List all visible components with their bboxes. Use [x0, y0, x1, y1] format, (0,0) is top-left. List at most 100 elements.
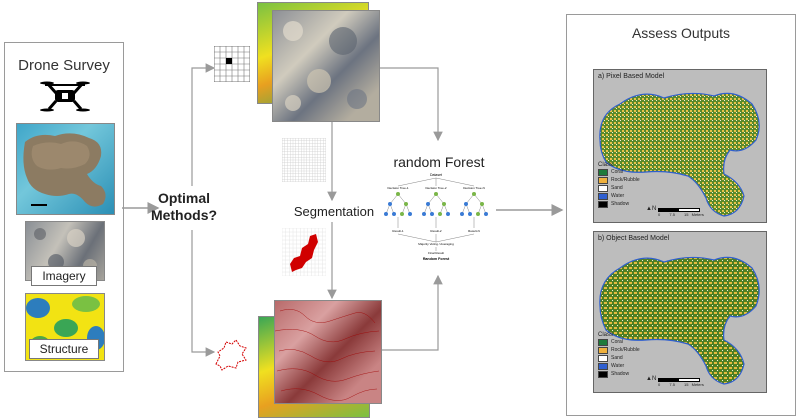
legend-label: Water: [611, 363, 625, 369]
random-forest-title: random Forest: [393, 154, 485, 170]
segment-blob-icon: [282, 228, 326, 276]
scale-tick: 0: [658, 212, 661, 217]
legend-label: Sand: [611, 185, 623, 191]
scale-tick: 0: [658, 382, 661, 387]
legend-label: Rock/Rubble: [611, 177, 640, 183]
rf-dataset-label: Dataset: [430, 173, 442, 177]
object-imagery-layer: [274, 300, 382, 404]
tree-node: [430, 212, 434, 216]
legend-label: Water: [611, 193, 625, 199]
legend-label: Sand: [611, 355, 623, 361]
tree-node: [404, 202, 408, 206]
legend-swatch: [598, 346, 608, 354]
legend-label: Coral: [611, 339, 623, 345]
tree-node: [480, 202, 484, 206]
scale-tick: 7.5: [669, 212, 675, 217]
tree-node: [426, 202, 430, 206]
legend-swatch: [598, 200, 608, 208]
legend-item: Coral: [598, 338, 640, 346]
legend-swatch: [598, 338, 608, 346]
tree-node: [396, 192, 400, 196]
north-arrow-icon: ▲: [646, 206, 652, 212]
tree-node: [484, 212, 488, 216]
north-arrow-icon: ▲: [646, 376, 652, 382]
object-outline-icon: [215, 339, 247, 371]
tree-node: [460, 212, 464, 216]
map-a-legend-title: Class: [598, 162, 614, 168]
fine-grid-icon: [282, 138, 326, 182]
legend-item: Shadow: [598, 200, 640, 208]
map-a-title: a) Pixel Based Model: [598, 73, 665, 80]
rf-result1-label: Result-1: [392, 229, 404, 233]
legend-label: Shadow: [611, 371, 630, 377]
map-b-scale-bar: 0 7.5 15 Meters: [658, 378, 704, 387]
legend-item: Sand: [598, 354, 640, 362]
rf-resultN-label: Result-N: [468, 229, 480, 233]
drone-survey-title: Drone Survey: [18, 57, 110, 74]
random-forest-diagram: Dataset Decision Tree-1 Decision Tree-2 …: [384, 173, 488, 261]
map-b: b) Object Based Model Class Coral Rock/R…: [593, 231, 767, 393]
tree-node: [468, 212, 472, 216]
segmentation-label: Segmentation: [293, 204, 375, 219]
rf-treeN-label: Decision Tree-N: [463, 186, 485, 190]
assess-outputs-title: Assess Outputs: [631, 25, 731, 41]
tree-node: [388, 202, 392, 206]
map-a-scale-bar: 0 7.5 15 Meters: [658, 208, 704, 217]
legend-swatch: [598, 370, 608, 378]
tree-node: [400, 212, 404, 216]
legend-label: Shadow: [611, 201, 630, 207]
legend-item: Water: [598, 362, 640, 370]
drone-survey-panel: Drone Survey Imagery: [4, 42, 124, 372]
tree-node: [442, 202, 446, 206]
tree-node: [438, 212, 442, 216]
north-label: N: [651, 376, 657, 382]
rf-result2-label: Result-2: [430, 229, 442, 233]
legend-swatch: [598, 168, 608, 176]
pixel-grid-icon: [214, 46, 250, 82]
optimal-methods-label: Optimal Methods?: [150, 190, 218, 223]
map-b-legend: Class Coral Rock/Rubble Sand Water Shado…: [598, 332, 640, 378]
structure-label: Structure: [29, 339, 99, 359]
legend-swatch: [598, 362, 608, 370]
legend-swatch: [598, 184, 608, 192]
pixel-imagery-layer: [272, 10, 380, 122]
legend-item: Water: [598, 192, 640, 200]
rf-tree1-label: Decision Tree-1: [387, 186, 408, 190]
rf-tree2-label: Decision Tree-2: [425, 186, 446, 190]
tree-node: [408, 212, 412, 216]
legend-label: Coral: [611, 169, 623, 175]
tree-node: [392, 212, 396, 216]
north-label: N: [651, 206, 657, 212]
scale-tick: 7.5: [669, 382, 675, 387]
map-a: a) Pixel Based Model Class Coral Rock/Ru…: [593, 69, 767, 223]
tree-node: [422, 212, 426, 216]
scale-tick: 15: [684, 382, 689, 387]
imagery-label: Imagery: [31, 266, 97, 286]
map-b-legend-title: Class: [598, 332, 614, 338]
legend-swatch: [598, 354, 608, 362]
drone-icon: [40, 81, 90, 112]
legend-item: Sand: [598, 184, 640, 192]
legend-item: Coral: [598, 168, 640, 176]
rf-voting-label: Majority Voting / Averaging: [418, 242, 454, 246]
tree-node: [434, 192, 438, 196]
tree-node: [464, 202, 468, 206]
map-a-north-arrow: ▲N: [646, 206, 656, 212]
assess-outputs-panel: Assess Outputs a) Pixel Based Model Clas…: [566, 14, 796, 416]
map-b-title: b) Object Based Model: [598, 235, 670, 242]
map-a-reef: [599, 92, 760, 217]
legend-item: Shadow: [598, 370, 640, 378]
legend-label: Rock/Rubble: [611, 347, 640, 353]
scale-unit: Meters: [691, 212, 704, 217]
rf-caption: Random Forest: [423, 257, 450, 261]
map-a-legend: Class Coral Rock/Rubble Sand Water Shado…: [598, 162, 640, 208]
tree-node: [476, 212, 480, 216]
tree-node: [446, 212, 450, 216]
legend-swatch: [598, 192, 608, 200]
tree-node: [472, 192, 476, 196]
legend-item: Rock/Rubble: [598, 176, 640, 184]
orthomosaic-image: [16, 123, 115, 215]
legend-item: Rock/Rubble: [598, 346, 640, 354]
legend-swatch: [598, 176, 608, 184]
